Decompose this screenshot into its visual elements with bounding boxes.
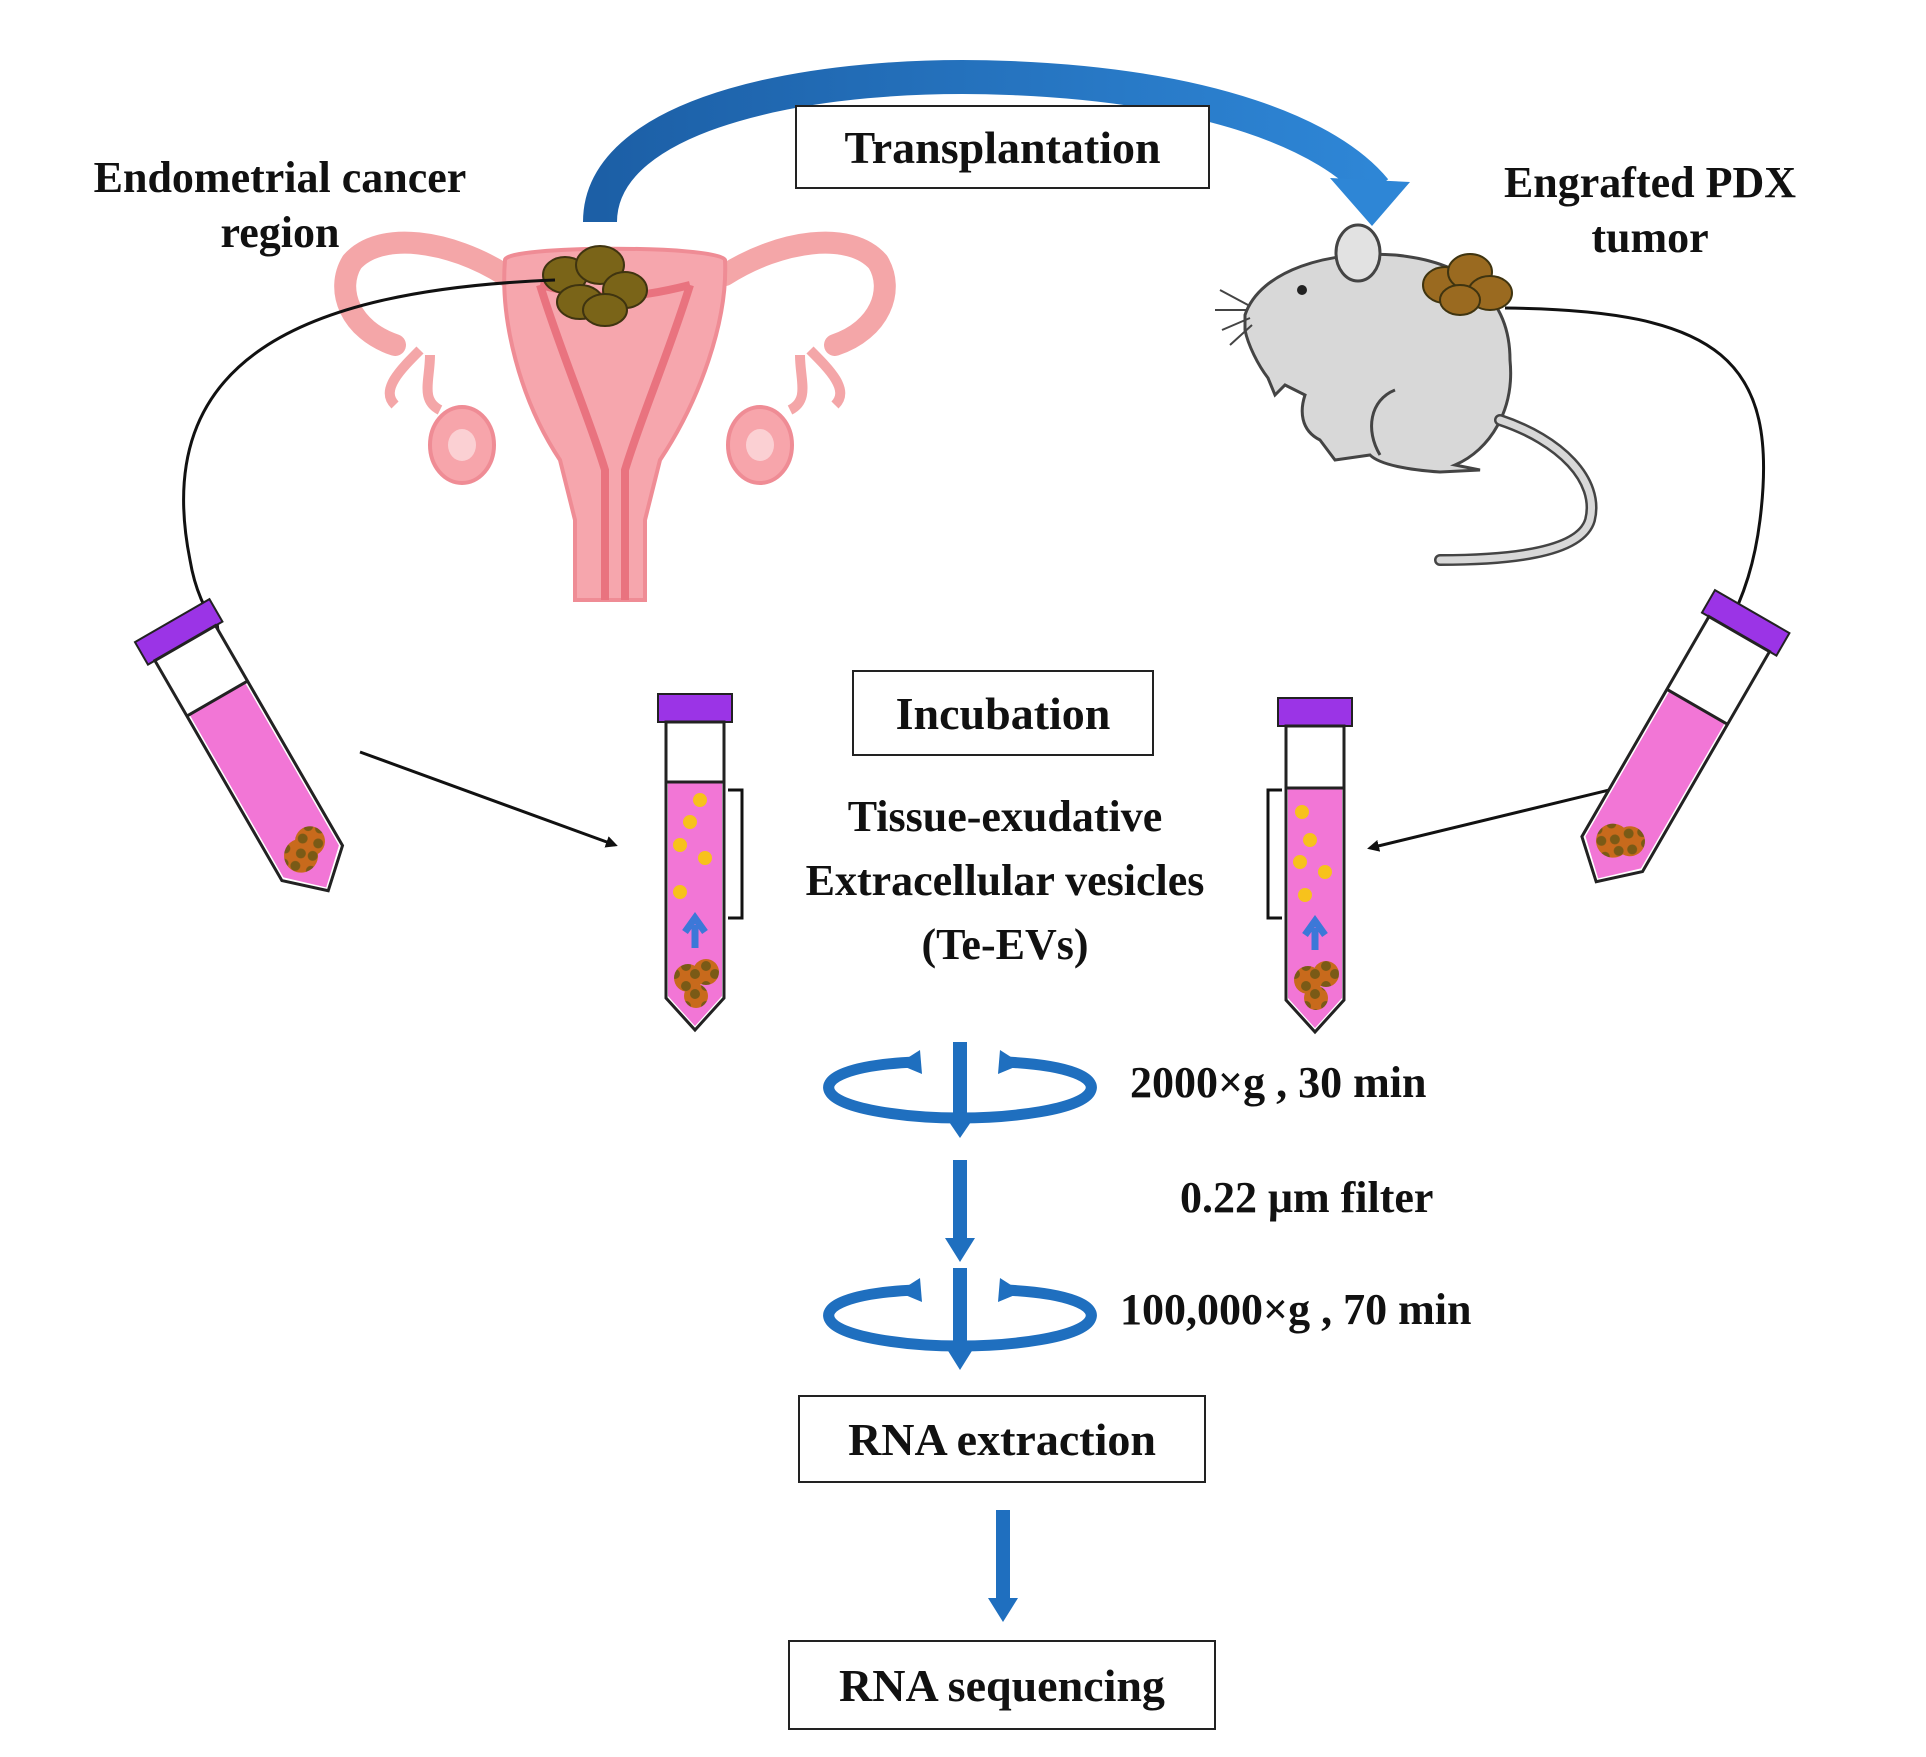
mouse-illustration <box>1215 223 1598 566</box>
pdx-tumor <box>1422 253 1513 316</box>
mouse-to-tube-arrow <box>1504 306 1766 635</box>
left-sample-tube <box>133 597 345 893</box>
spin2-step-label: 100,000×g , 70 min <box>1120 1285 1472 1334</box>
endometrial-tumor <box>542 245 648 327</box>
centrifuge-icon-1 <box>823 1042 1097 1138</box>
pdx-label-line2: tumor <box>1591 213 1709 262</box>
filter-arrow <box>945 1160 975 1262</box>
filter-step-label: 0.22 μm filter <box>1180 1173 1434 1222</box>
rna-sequencing-box: RNA sequencing <box>788 1640 1216 1730</box>
incubation-tube-left <box>657 693 733 1033</box>
transplantation-box: Transplantation <box>795 105 1210 189</box>
endometrial-label-line1: Endometrial cancer <box>93 153 467 202</box>
incubation-tube-right <box>1277 697 1353 1035</box>
engrafted-pdx-tumor-label: Engrafted PDX tumor <box>1440 155 1860 265</box>
incubation-box: Incubation <box>852 670 1154 756</box>
endometrial-cancer-region-label: Endometrial cancer region <box>30 150 530 260</box>
extraction-to-sequencing-arrow <box>988 1510 1018 1622</box>
left-bracket <box>728 788 744 920</box>
right-sample-tube <box>1580 588 1791 884</box>
uterus-to-tube-arrow <box>182 278 556 633</box>
te-ev-line1: Tissue-exudative <box>847 792 1163 841</box>
centrifuge-icon-2 <box>823 1268 1097 1370</box>
te-ev-line2: Extracellular vesicles <box>805 855 1205 905</box>
rna-extraction-box: RNA extraction <box>798 1395 1206 1483</box>
right-bracket <box>1266 788 1282 920</box>
te-ev-label: Tissue-exudative Extracellular vesicles … <box>745 785 1265 976</box>
left-tube-to-incubation-arrow <box>359 750 618 848</box>
transplantation-arc-arrow <box>583 60 1410 226</box>
uterus-illustration <box>334 231 896 602</box>
te-ev-line3: (Te-EVs) <box>921 919 1089 969</box>
pdx-label-line1: Engrafted PDX <box>1503 158 1797 207</box>
spin1-step-label: 2000×g , 30 min <box>1130 1058 1427 1107</box>
endometrial-label-line2: region <box>220 208 340 257</box>
